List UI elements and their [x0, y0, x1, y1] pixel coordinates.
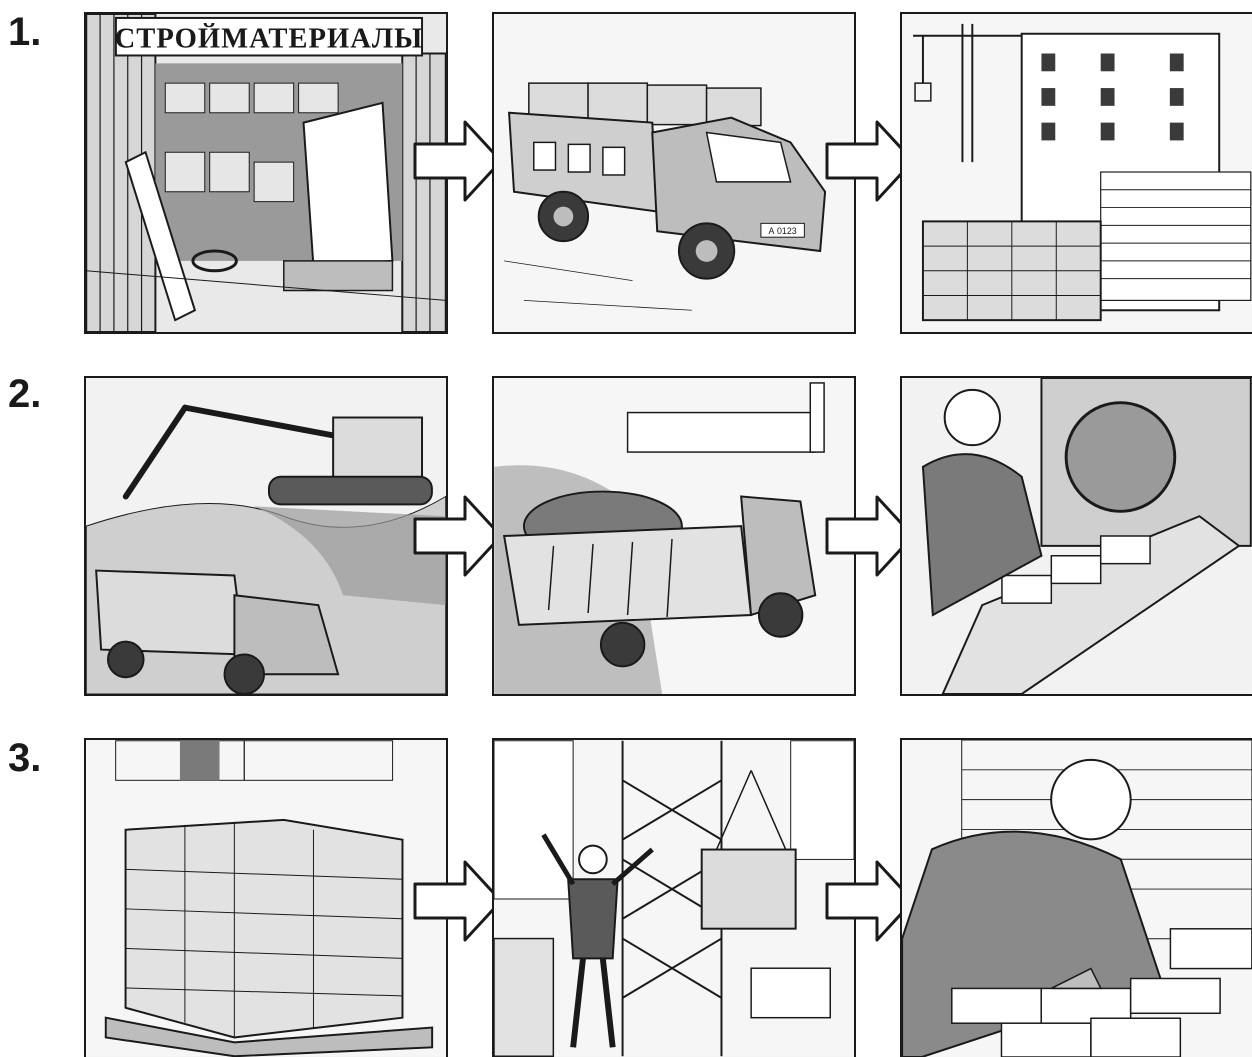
dump-truck-illustration [494, 378, 854, 694]
store-illustration: СТРОЙМАТЕРИАЛЫ [86, 14, 446, 332]
construction-site-illustration [902, 14, 1252, 332]
factory-worker-illustration [902, 378, 1252, 694]
arrow-right-icon [413, 860, 503, 942]
panel-truck-with-bricks: А 0123 [492, 12, 856, 334]
bricklayer-illustration [902, 740, 1252, 1057]
crane-lifting-illustration [494, 740, 854, 1057]
panel-bricklayer-building-wall [900, 738, 1252, 1057]
arrow-right-icon [413, 120, 503, 202]
excavator-illustration [86, 378, 446, 694]
panel-brick-pallet [84, 738, 448, 1057]
brick-pallet-illustration [86, 740, 446, 1057]
panel-excavator-loading-clay [84, 376, 448, 696]
panel-brick-factory-worker [900, 376, 1252, 696]
store-sign-text: СТРОЙМАТЕРИАЛЫ [115, 22, 424, 55]
arrow-right-icon [413, 495, 503, 577]
panel-building-materials-store: СТРОЙМАТЕРИАЛЫ [84, 12, 448, 334]
row-number-3: 3. [8, 736, 41, 781]
license-plate-text: А 0123 [769, 226, 797, 236]
panel-crane-lifting-pallet [492, 738, 856, 1057]
row-number-2: 2. [8, 372, 41, 417]
panel-construction-site-crane [900, 12, 1252, 334]
truck-illustration: А 0123 [494, 14, 854, 332]
panel-dump-truck-to-factory [492, 376, 856, 696]
row-number-1: 1. [8, 10, 41, 55]
